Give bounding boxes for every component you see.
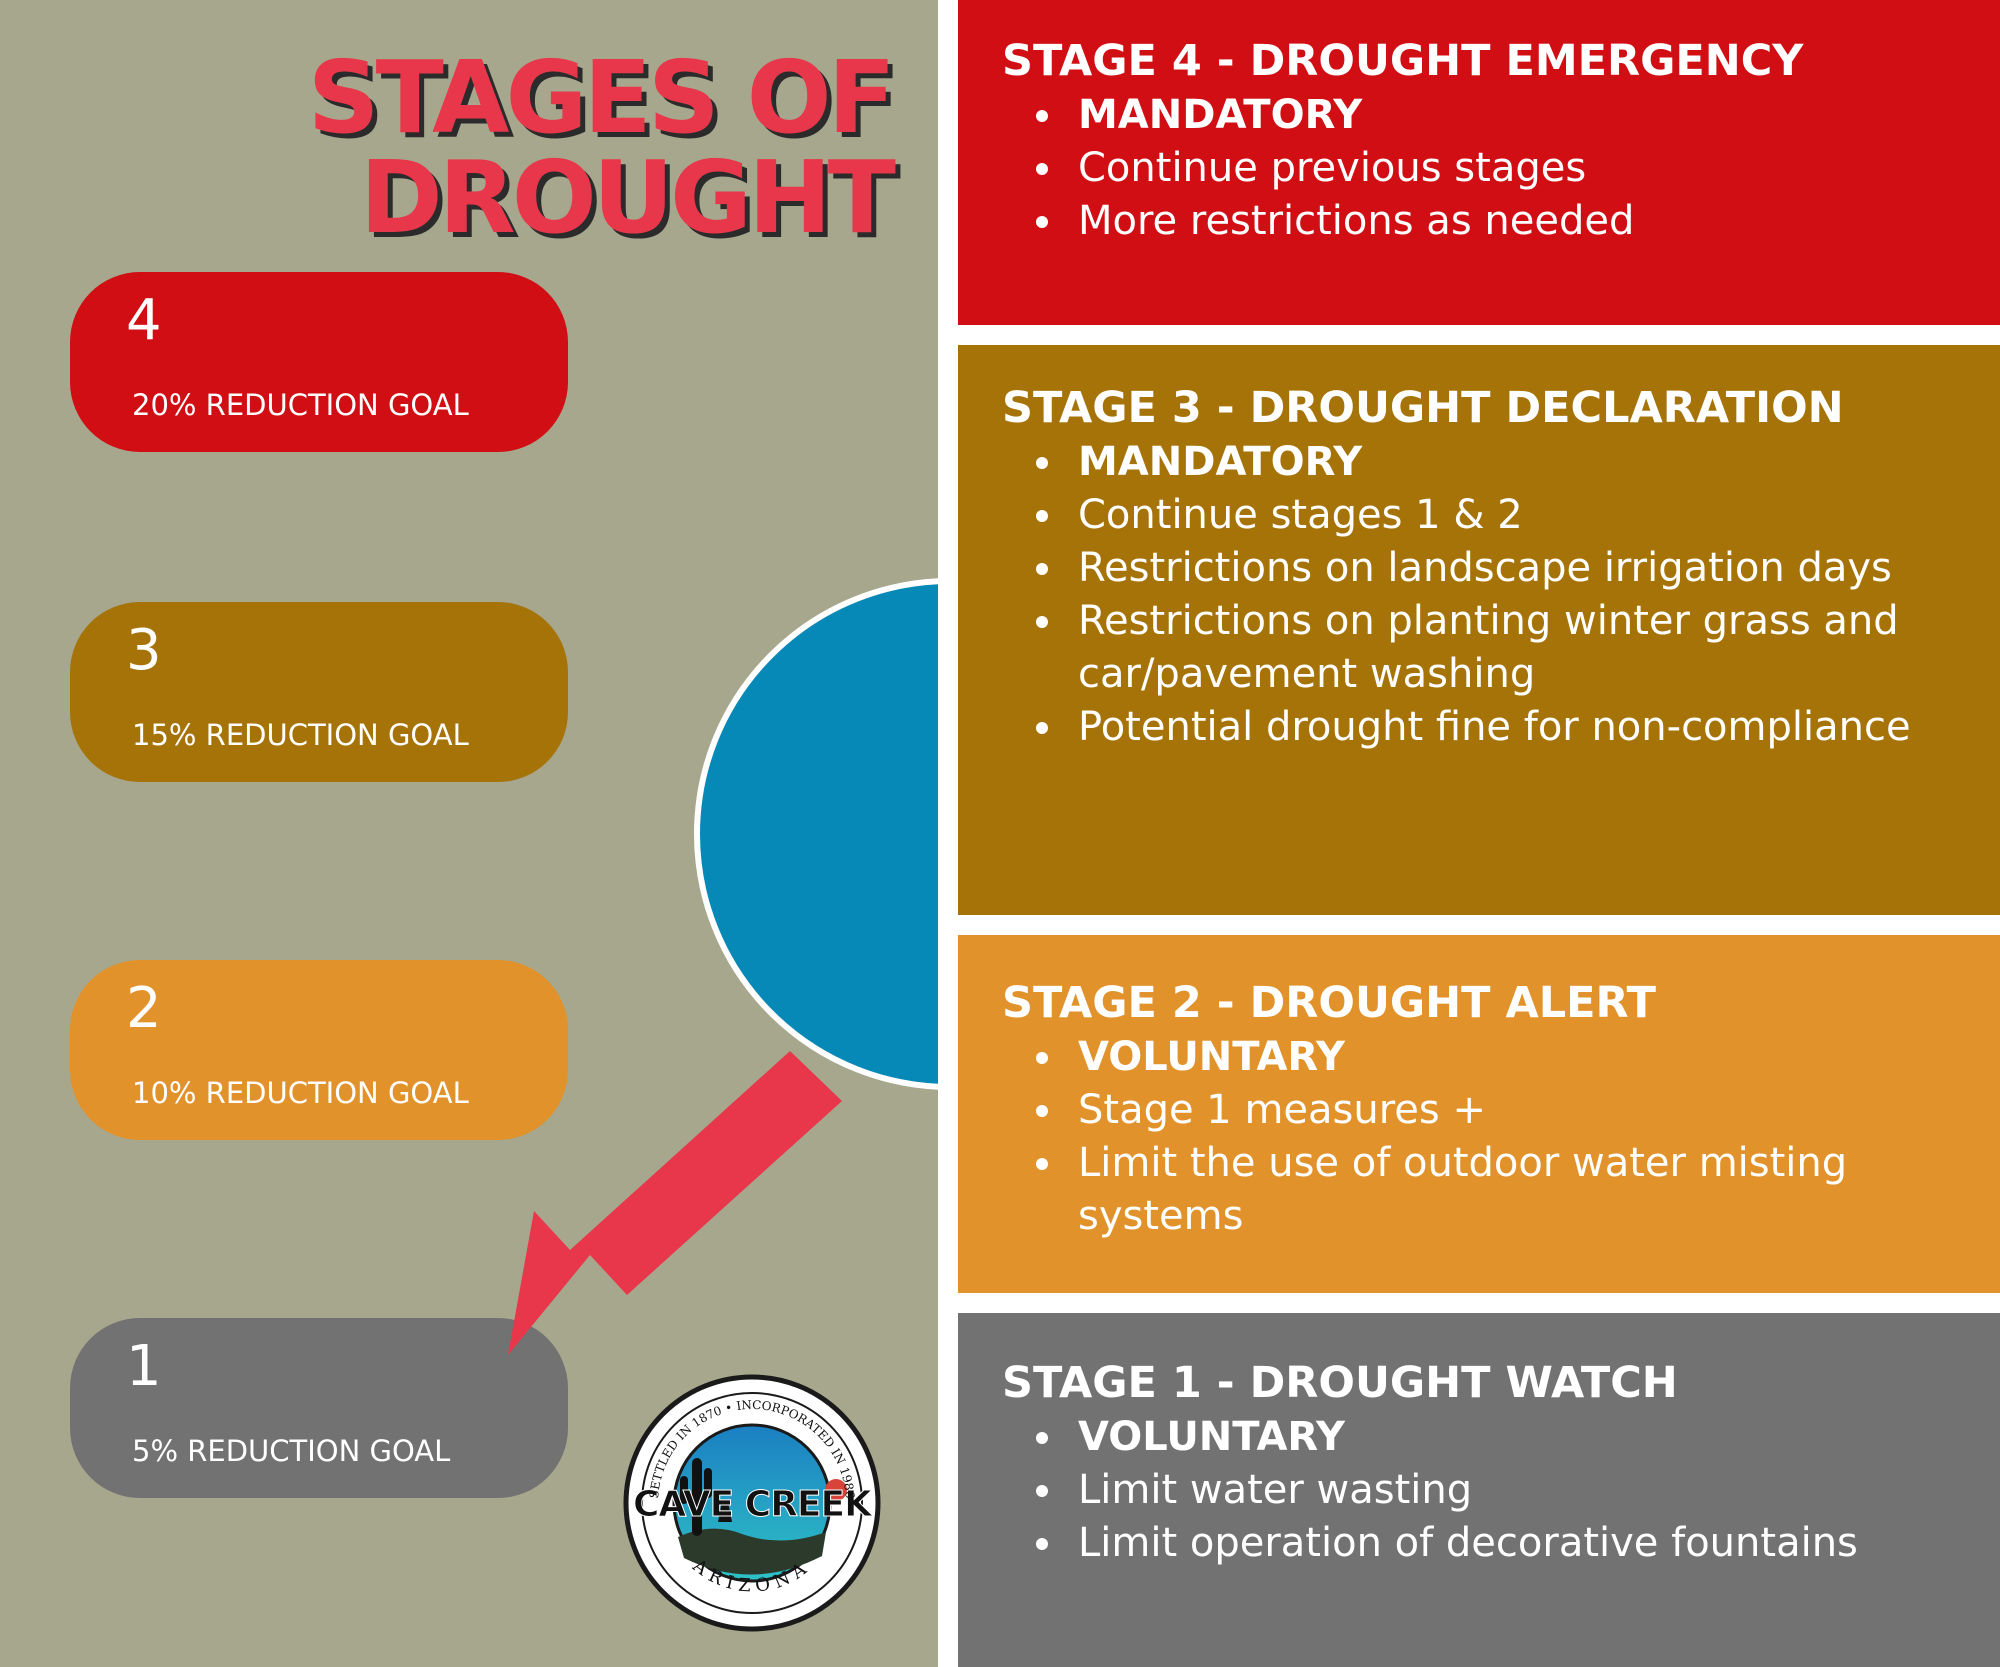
- arrow-shape: [508, 1051, 842, 1355]
- stage-4-list: MANDATORY Continue previous stages More …: [1002, 89, 2000, 248]
- list-item: Stage 1 measures +: [1002, 1084, 2000, 1137]
- stage-1-pill: 1 5% REDUCTION GOAL: [70, 1318, 568, 1498]
- bullet-icon: [1036, 1432, 1048, 1444]
- stage-3-panel: STAGE 3 - DROUGHT DECLARATION MANDATORY …: [958, 345, 2000, 915]
- cave-creek-logo: CAVE CREEK SETTLED IN 1870 • INCORPORATE…: [623, 1374, 881, 1632]
- stage-1-goal: 5% REDUCTION GOAL: [132, 1434, 451, 1468]
- stage-4-panel: STAGE 4 - DROUGHT EMERGENCY MANDATORY Co…: [958, 0, 2000, 325]
- list-item: MANDATORY: [1002, 436, 2000, 489]
- bullet-icon: [1036, 163, 1048, 175]
- stage-1-number: 1: [126, 1334, 162, 1399]
- bullet-icon: [1036, 1158, 1048, 1170]
- list-item: Continue stages 1 & 2: [1002, 489, 2000, 542]
- list-item: Potential drought fine for non-complianc…: [1002, 701, 2000, 754]
- bullet-icon: [1036, 1485, 1048, 1497]
- stage-2-panel: STAGE 2 - DROUGHT ALERT VOLUNTARY Stage …: [958, 935, 2000, 1293]
- arrow-icon: [508, 1051, 842, 1355]
- title-line-2: DROUGHT: [359, 139, 896, 256]
- stage-4-heading: STAGE 4 - DROUGHT EMERGENCY: [1002, 36, 1804, 86]
- column-divider: [938, 0, 958, 1667]
- list-item: Restrictions on planting winter grass an…: [1002, 595, 2000, 701]
- stage-3-goal: 15% REDUCTION GOAL: [132, 718, 469, 752]
- list-item: Restrictions on landscape irrigation day…: [1002, 542, 2000, 595]
- stage-1-list: VOLUNTARY Limit water wasting Limit oper…: [1002, 1411, 2000, 1570]
- logo-name: CAVE CREEK: [633, 1484, 873, 1525]
- stage-2-goal: 10% REDUCTION GOAL: [132, 1076, 469, 1110]
- bullet-icon: [1036, 457, 1048, 469]
- bullet-icon: [1036, 1052, 1048, 1064]
- list-item: Limit operation of decorative fountains: [1002, 1517, 2000, 1570]
- stage-4-pill: 4 20% REDUCTION GOAL: [70, 272, 568, 452]
- bullet-icon: [1036, 1538, 1048, 1550]
- bullet-icon: [1036, 563, 1048, 575]
- stage-4-number: 4: [126, 288, 162, 353]
- list-item: VOLUNTARY: [1002, 1411, 2000, 1464]
- bullet-icon: [1036, 722, 1048, 734]
- bullet-icon: [1036, 1105, 1048, 1117]
- bullet-icon: [1036, 216, 1048, 228]
- bullet-icon: [1036, 110, 1048, 122]
- list-item: Limit water wasting: [1002, 1464, 2000, 1517]
- list-item: More restrictions as needed: [1002, 195, 2000, 248]
- stage-4-goal: 20% REDUCTION GOAL: [132, 388, 469, 422]
- list-item: Continue previous stages: [1002, 142, 2000, 195]
- stage-3-number: 3: [126, 618, 162, 683]
- stage-2-list: VOLUNTARY Stage 1 measures + Limit the u…: [1002, 1031, 2000, 1243]
- stage-1-panel: STAGE 1 - DROUGHT WATCH VOLUNTARY Limit …: [958, 1313, 2000, 1667]
- stage-2-heading: STAGE 2 - DROUGHT ALERT: [1002, 978, 1657, 1028]
- stage-3-pill: 3 15% REDUCTION GOAL: [70, 602, 568, 782]
- bullet-icon: [1036, 616, 1048, 628]
- stage-2-number: 2: [126, 976, 162, 1041]
- stage-3-list: MANDATORY Continue stages 1 & 2 Restrict…: [1002, 436, 2000, 754]
- list-item: MANDATORY: [1002, 89, 2000, 142]
- left-column: STAGES OF DROUGHT 4 20% REDUCTION GOAL 3…: [0, 0, 938, 1667]
- list-item: VOLUNTARY: [1002, 1031, 2000, 1084]
- stage-3-heading: STAGE 3 - DROUGHT DECLARATION: [1002, 383, 1844, 433]
- list-item: Limit the use of outdoor water misting s…: [1002, 1137, 2000, 1243]
- title-line-1: STAGES OF: [307, 39, 896, 156]
- stage-2-pill: 2 10% REDUCTION GOAL: [70, 960, 568, 1140]
- bullet-icon: [1036, 510, 1048, 522]
- stage-1-heading: STAGE 1 - DROUGHT WATCH: [1002, 1358, 1678, 1408]
